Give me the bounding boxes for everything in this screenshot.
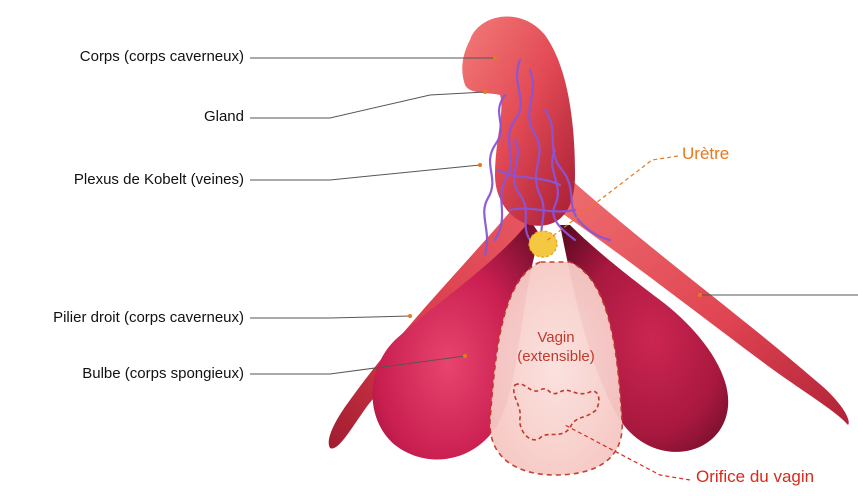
- label-uretre: Urètre: [682, 145, 729, 163]
- label-bulbe: Bulbe (corps spongieux): [82, 365, 244, 383]
- label-vagin: Vagin (extensible): [498, 328, 614, 366]
- label-gland: Gland: [204, 108, 244, 126]
- label-vagin-line2: (extensible): [498, 347, 614, 366]
- label-pilier: Pilier droit (corps caverneux): [53, 309, 244, 327]
- label-corps: Corps (corps caverneux): [80, 48, 244, 66]
- label-orifice: Orifice du vagin: [696, 468, 814, 486]
- label-plexus: Plexus de Kobelt (veines): [74, 171, 244, 189]
- label-vagin-line1: Vagin: [498, 328, 614, 347]
- urethra-circle: [529, 231, 557, 257]
